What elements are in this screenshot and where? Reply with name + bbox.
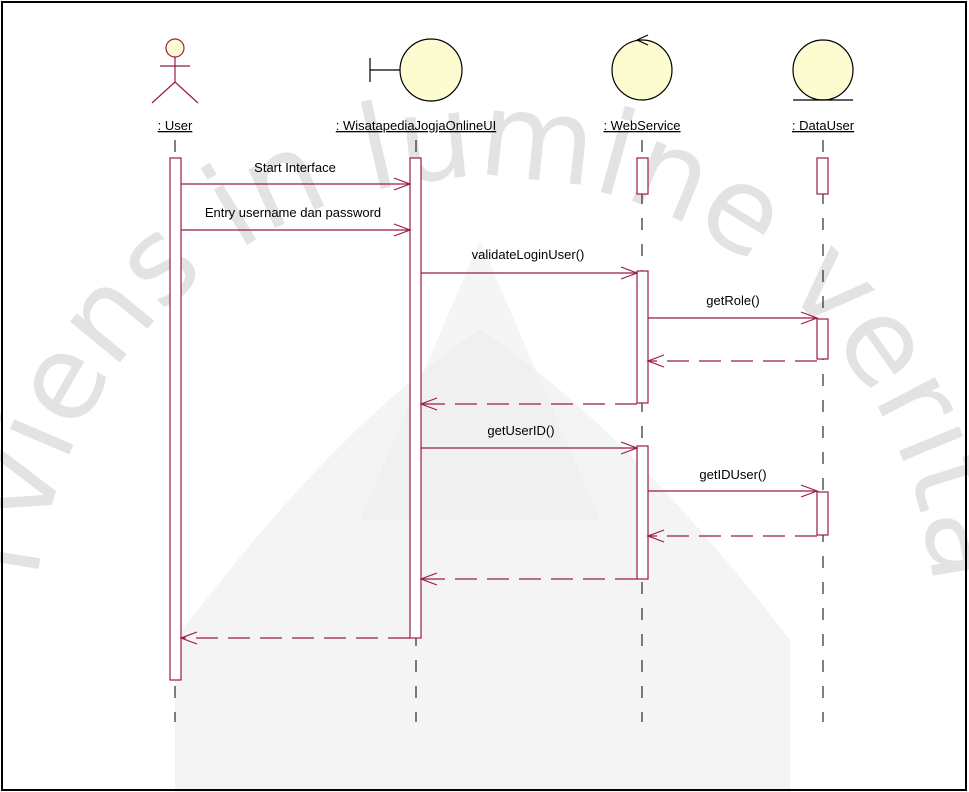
message-label: getRole() — [706, 293, 759, 308]
activation-bar — [637, 446, 648, 579]
message-label: Entry username dan password — [205, 205, 381, 220]
message-label: getUserID() — [487, 423, 554, 438]
activation-bar — [170, 158, 181, 680]
activation-bar — [817, 492, 828, 535]
lifeline-label: : User — [158, 118, 193, 133]
boundary-icon — [370, 39, 462, 101]
message-label: validateLoginUser() — [472, 247, 585, 262]
activation-bar — [637, 271, 648, 403]
lifeline-du: : DataUser — [792, 40, 855, 133]
activation-bar — [817, 319, 828, 359]
lifeline-label: : WebService — [603, 118, 680, 133]
watermark-emblem-inner — [360, 240, 600, 520]
control-icon — [612, 35, 672, 100]
actor-icon — [152, 39, 198, 103]
activation-bar — [817, 158, 828, 194]
message-label: getIDUser() — [699, 467, 766, 482]
message-label: Start Interface — [254, 160, 336, 175]
lifeline-label: : DataUser — [792, 118, 855, 133]
lifeline-user: : User — [152, 39, 198, 133]
lifeline-ws: : WebService — [603, 35, 680, 133]
lifeline-label: : WisatapediaJogjaOnlineUI — [336, 118, 496, 133]
activation-bar — [637, 158, 648, 194]
entity-icon — [793, 40, 853, 100]
